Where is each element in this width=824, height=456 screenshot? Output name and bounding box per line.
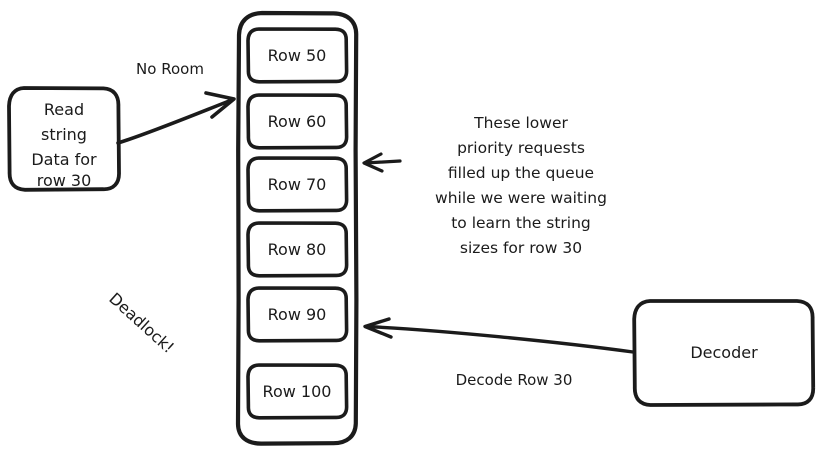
reader-line: Data for — [31, 150, 97, 169]
reader-line: Read — [44, 100, 84, 119]
row-box — [246, 156, 349, 213]
deadlock-annotation: Deadlock! — [105, 289, 178, 357]
no-room-edge-label: No Room — [136, 60, 204, 78]
annotation-line: to learn the string — [451, 214, 591, 232]
annotation-line: sizes for row 30 — [460, 239, 582, 257]
queue-full-annotation: These lower priority requests filled up … — [435, 114, 607, 257]
annotation-line: while we were waiting — [435, 189, 607, 207]
request-queue[interactable] — [235, 10, 359, 446]
no-room-arrow-head — [204, 91, 236, 119]
row-box — [246, 27, 349, 84]
reader-box — [7, 86, 121, 192]
row-box — [246, 363, 349, 420]
list-item[interactable] — [246, 156, 349, 213]
row-box — [246, 286, 349, 343]
queue-full-edge[interactable] — [362, 152, 402, 173]
reader-line: row 30 — [37, 171, 92, 190]
decoder-box — [632, 299, 816, 407]
row-label: Row 70 — [268, 175, 327, 194]
row-box — [246, 93, 349, 150]
no-room-edge[interactable]: No Room — [116, 60, 236, 145]
annotation-line: These lower — [473, 114, 568, 132]
queue-full-arrow-shaft — [363, 159, 402, 165]
queue-items — [246, 27, 349, 420]
annotation-line: filled up the queue — [448, 164, 594, 182]
queue-outline — [235, 10, 359, 446]
no-room-arrow-shaft — [116, 97, 235, 145]
read-string-data-node[interactable]: Read string Data for row 30 — [7, 86, 121, 192]
decode-row-30-edge[interactable]: Decode Row 30 — [363, 317, 635, 389]
row-box — [246, 221, 349, 278]
decode-edge-label: Decode Row 30 — [456, 371, 573, 389]
deadlock-label: Deadlock! — [105, 289, 178, 357]
list-item[interactable] — [246, 363, 349, 420]
annotation-line: priority requests — [457, 139, 585, 157]
row-label: Row 50 — [268, 46, 327, 65]
list-item[interactable] — [246, 286, 349, 343]
row-label: Row 60 — [268, 112, 327, 131]
decoder-node[interactable]: Decoder — [632, 299, 816, 407]
row-label: Row 80 — [268, 240, 327, 259]
decode-arrow-shaft — [364, 324, 635, 354]
decoder-label: Decoder — [690, 343, 758, 362]
reader-line: string — [41, 125, 87, 144]
row-label: Row 90 — [268, 305, 327, 324]
list-item[interactable] — [246, 93, 349, 150]
decode-arrow-head — [363, 317, 393, 339]
list-item[interactable] — [246, 27, 349, 84]
queue-full-arrow-head — [362, 152, 384, 173]
list-item[interactable] — [246, 221, 349, 278]
row-label: Row 100 — [263, 382, 332, 401]
